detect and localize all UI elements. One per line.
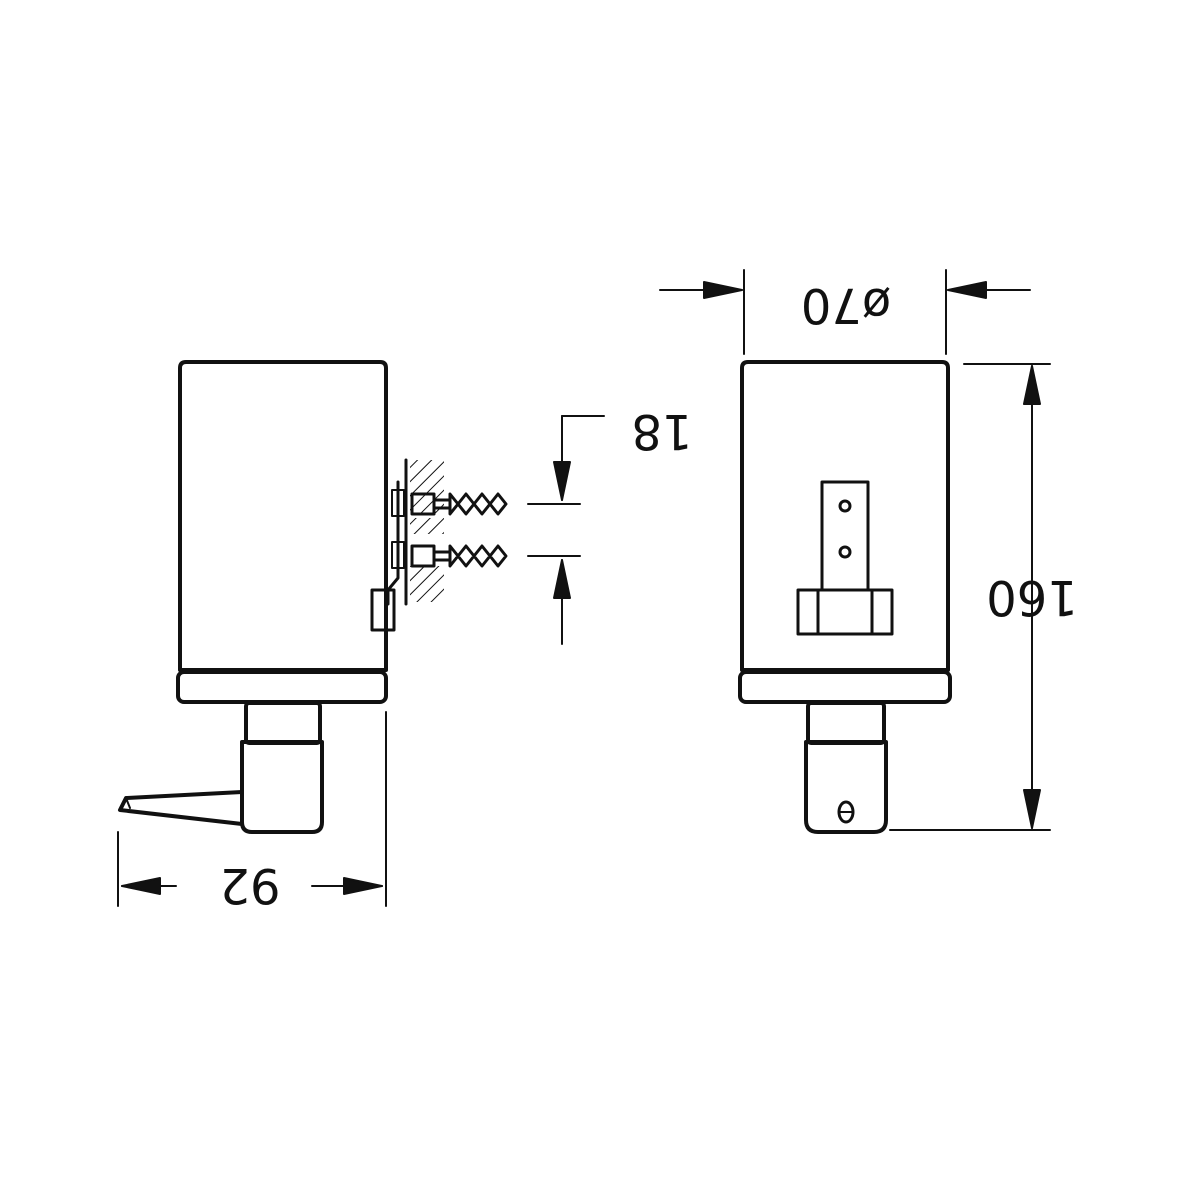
front-view-base-ring [738,670,952,704]
front-view-pump-neck [806,701,886,745]
dimension-height [889,363,1051,831]
bracket-clip [370,588,396,632]
dimension-width [117,711,387,907]
wall-mount [370,458,444,632]
wall-hatch-bottom [410,566,444,602]
front-view-pump-head [804,740,888,834]
screw-top [410,492,508,516]
front-view [738,360,952,834]
spacing-label: 18 [631,403,692,459]
plate-hole-top [838,499,852,513]
wall-bracket [386,480,400,606]
side-view-pump-head [240,740,324,834]
side-view-nozzle [118,790,244,826]
wall-hatch-mid [410,518,444,534]
height-label: 160 [986,569,1078,625]
wall-hatch-top [410,460,444,514]
side-view [118,360,388,834]
side-view-base-ring [176,670,388,704]
dimension-diameter [659,269,1031,355]
screw-bottom [410,544,508,568]
plate-hole-bottom [838,545,852,559]
side-view-pump-neck [244,701,322,745]
mounting-block [796,588,894,636]
dimension-spacing [527,415,605,645]
front-view-body [740,360,950,672]
width-label: 92 [219,857,280,913]
mounting-plate [820,480,870,592]
side-view-body [178,360,388,672]
diameter-label: ø70 [801,277,891,333]
